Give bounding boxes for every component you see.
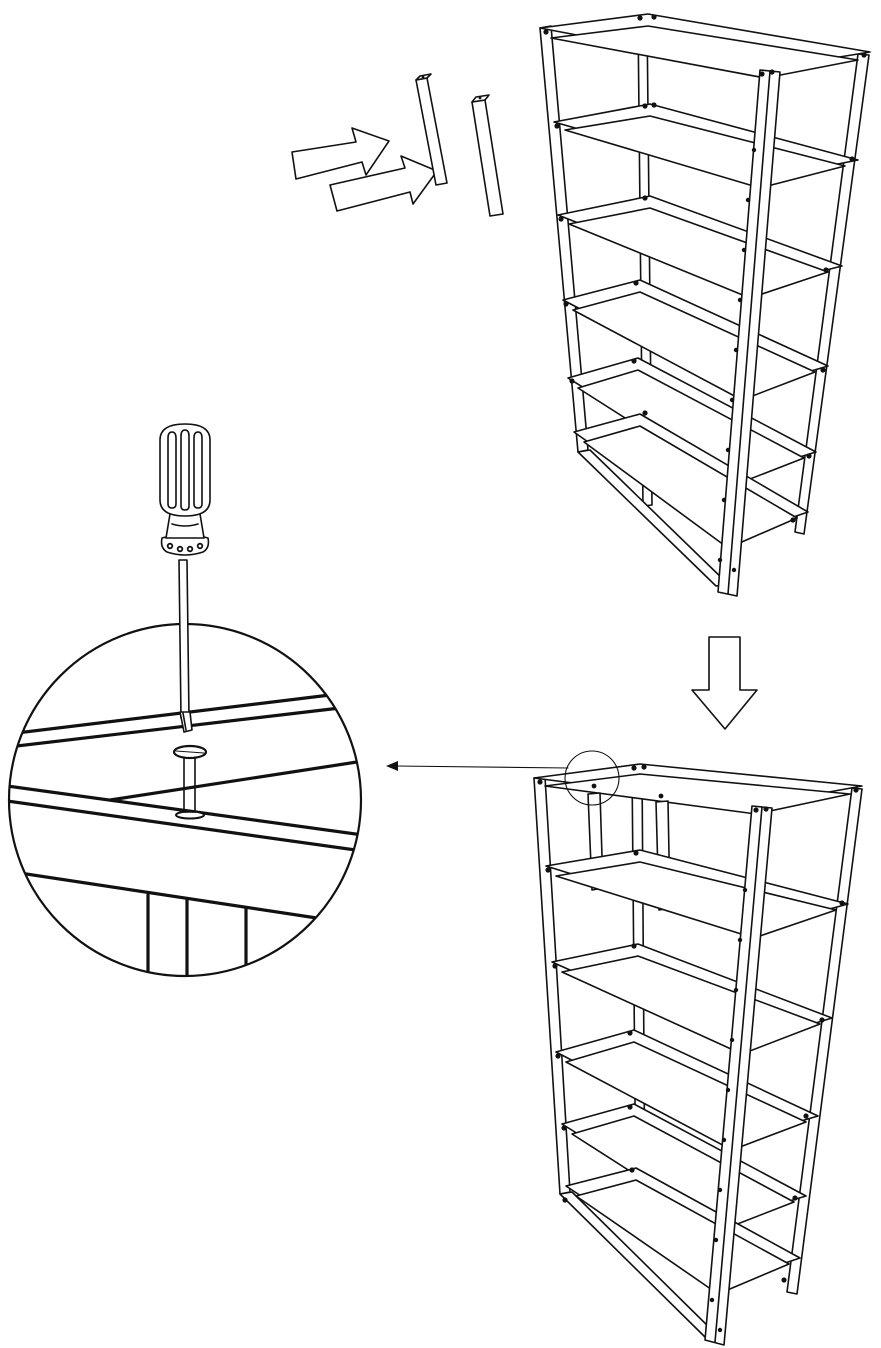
bolt-holes bbox=[543, 14, 867, 573]
screwdriver-icon bbox=[159, 423, 211, 733]
shelf-level bbox=[553, 103, 859, 189]
shelf-frame-before bbox=[539, 13, 871, 597]
shelf-frame-after bbox=[533, 750, 863, 1346]
vertical-bar bbox=[415, 73, 448, 186]
bolt-holes bbox=[537, 764, 859, 1333]
shelf-level bbox=[555, 1029, 819, 1151]
shelf-level bbox=[557, 195, 843, 299]
push-arrow-icon bbox=[291, 127, 390, 180]
shelf-level bbox=[545, 849, 849, 939]
push-arrow-icon bbox=[329, 155, 438, 212]
shelf-level bbox=[551, 943, 833, 1055]
down-arrow-icon bbox=[691, 636, 758, 730]
detail-magnifier bbox=[7, 622, 363, 978]
pointer-arrow-icon bbox=[386, 761, 569, 771]
vertical-bar bbox=[471, 94, 504, 217]
detail-callout-circle bbox=[564, 750, 620, 806]
screw-icon bbox=[172, 744, 208, 820]
shelf-level bbox=[565, 1167, 801, 1295]
